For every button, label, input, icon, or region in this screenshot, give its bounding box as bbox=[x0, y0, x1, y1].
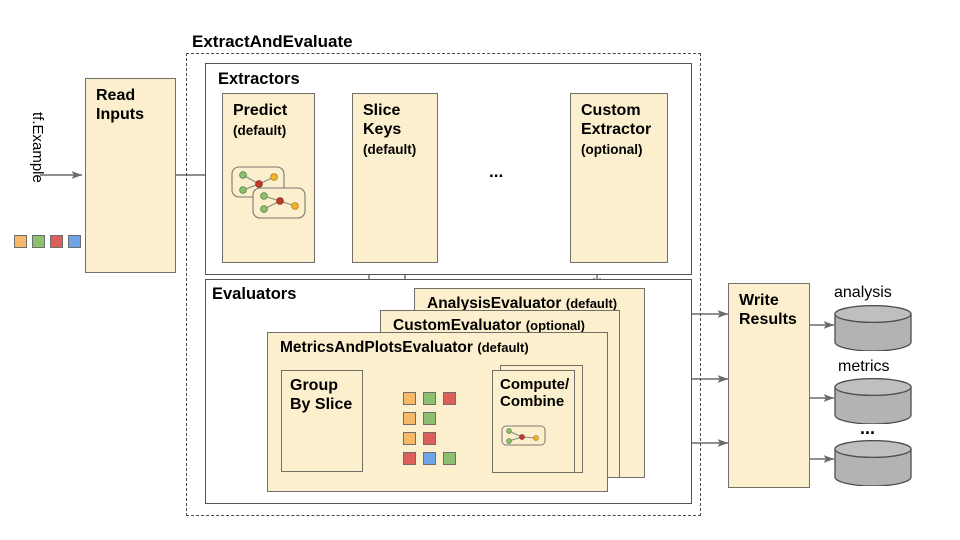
custom-evaluator-header: CustomEvaluator (optional) bbox=[393, 317, 585, 335]
chip-red bbox=[50, 235, 63, 248]
chip-blue bbox=[68, 235, 81, 248]
analysis-evaluator-name: AnalysisEvaluator bbox=[427, 295, 562, 312]
input-label: tf.Example bbox=[29, 112, 46, 183]
slice-keys-subtitle: (default) bbox=[363, 142, 417, 157]
compute-combine-box[interactable]: Compute/ Combine bbox=[492, 370, 575, 473]
group-by-slice-title: Group By Slice bbox=[290, 377, 353, 413]
custom-evaluator-qualifier: (optional) bbox=[525, 318, 586, 333]
slice-chip bbox=[423, 412, 436, 425]
extractors-ellipsis: ... bbox=[489, 162, 504, 181]
output-label-more: ... bbox=[860, 418, 876, 438]
slice-chip bbox=[403, 432, 416, 445]
metrics-evaluator-name: MetricsAndPlotsEvaluator bbox=[280, 339, 473, 356]
output-label-metrics: metrics bbox=[838, 358, 890, 375]
chip-green bbox=[32, 235, 45, 248]
slice-chip bbox=[403, 412, 416, 425]
slice-chip bbox=[423, 392, 436, 405]
read-inputs-box[interactable]: Read Inputs bbox=[85, 78, 176, 273]
compute-combine-title: Compute/ Combine bbox=[500, 376, 570, 411]
output-label-analysis: analysis bbox=[834, 284, 892, 301]
slice-keys-title: Slice Keys bbox=[363, 102, 402, 138]
custom-extractor-title: Custom Extractor bbox=[581, 102, 652, 138]
extractor-box-custom-extractor[interactable]: Custom Extractor (optional) bbox=[570, 93, 668, 263]
graph-icon bbox=[231, 166, 306, 219]
analysis-evaluator-header: AnalysisEvaluator (default) bbox=[427, 295, 617, 313]
graph-icon bbox=[501, 425, 546, 446]
extractor-box-predict[interactable]: Predict (default) bbox=[222, 93, 315, 263]
analysis-evaluator-qualifier: (default) bbox=[565, 296, 618, 311]
custom-extractor-subtitle: (optional) bbox=[581, 142, 643, 157]
extract-and-evaluate-label: ExtractAndEvaluate bbox=[192, 32, 353, 51]
slice-chip bbox=[423, 432, 436, 445]
group-by-slice-box[interactable]: Group By Slice bbox=[281, 370, 363, 472]
custom-evaluator-name: CustomEvaluator bbox=[393, 317, 522, 334]
cylinder-more[interactable] bbox=[833, 440, 913, 486]
extractors-label: Extractors bbox=[218, 70, 300, 88]
read-inputs-title: Read Inputs bbox=[96, 87, 144, 123]
slice-chip bbox=[423, 452, 436, 465]
slice-chip bbox=[443, 392, 456, 405]
slice-chip bbox=[403, 452, 416, 465]
metrics-evaluator-qualifier: (default) bbox=[477, 340, 529, 355]
extractor-box-slice-keys[interactable]: Slice Keys (default) bbox=[352, 93, 438, 263]
metrics-evaluator-header: MetricsAndPlotsEvaluator (default) bbox=[280, 339, 529, 357]
write-results-box[interactable]: Write Results bbox=[728, 283, 810, 488]
chip-orange bbox=[14, 235, 27, 248]
predict-subtitle: (default) bbox=[233, 123, 287, 138]
slice-chip bbox=[403, 392, 416, 405]
predict-title: Predict bbox=[233, 102, 288, 119]
write-results-title: Write Results bbox=[739, 292, 797, 328]
slice-chip bbox=[443, 452, 456, 465]
cylinder-analysis[interactable] bbox=[833, 305, 913, 351]
evaluators-label: Evaluators bbox=[212, 285, 297, 303]
cylinder-metrics[interactable] bbox=[833, 378, 913, 424]
extract-and-evaluate-container bbox=[186, 53, 701, 516]
